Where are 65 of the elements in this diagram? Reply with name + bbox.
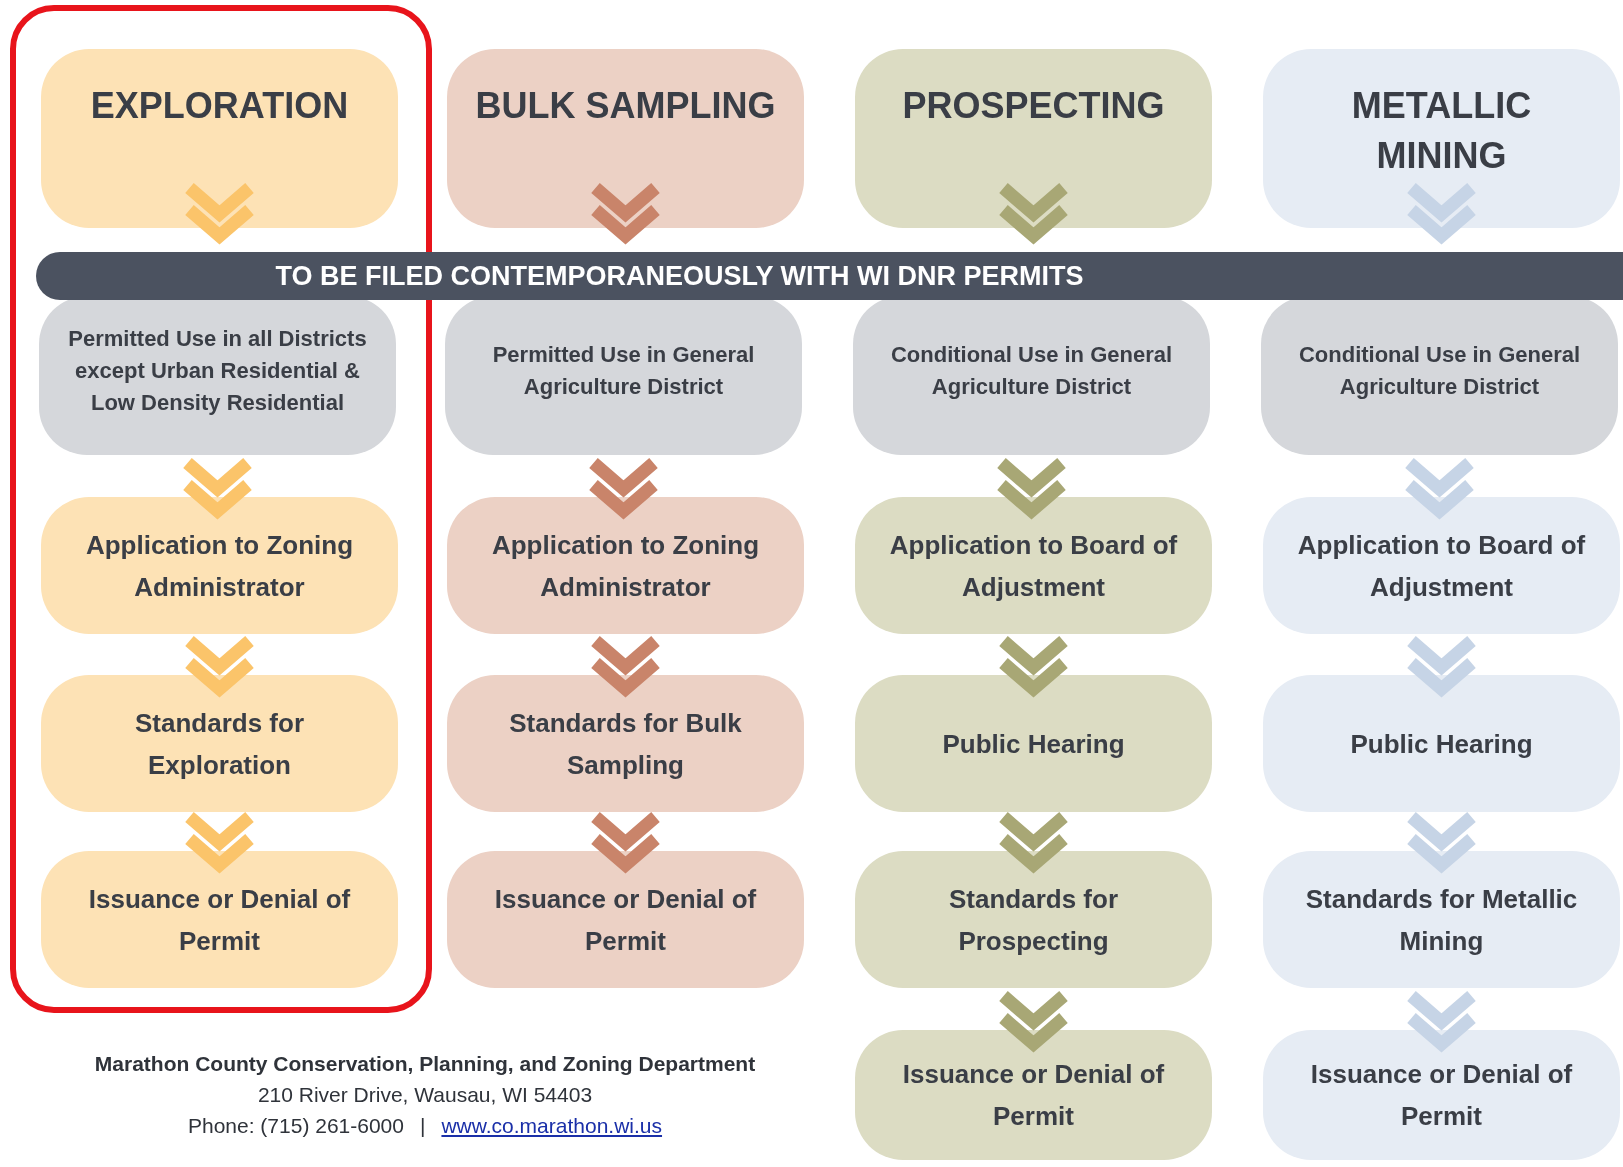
chevron-arrow	[997, 634, 1070, 698]
chevron-arrow	[1405, 181, 1478, 245]
category-title: PROSPECTING	[902, 84, 1165, 128]
phone-text: Phone: (715) 261-6000	[187, 1113, 404, 1139]
category-title: EXPLORATION	[90, 84, 349, 128]
step-text: Standards for Exploration	[134, 706, 305, 782]
step-text: Conditional Use in General Agriculture District	[1297, 340, 1582, 401]
category-header	[447, 49, 804, 228]
step-text: Issuance or Denial of Permit	[87, 882, 352, 958]
step-text: Application to Board of Adjustment	[888, 528, 1179, 604]
step-box	[1263, 851, 1620, 988]
step-box	[41, 497, 398, 634]
address-text: 210 River Drive, Wausau, WI 54403	[257, 1082, 593, 1108]
chevron-arrow	[183, 634, 256, 698]
step-text: Application to Zoning Administrator	[490, 528, 761, 604]
step-box	[855, 851, 1212, 988]
step-box	[855, 1030, 1212, 1160]
separator: |	[419, 1113, 426, 1139]
chevron-arrow	[1405, 989, 1478, 1053]
banner	[36, 252, 1623, 300]
step-text: Conditional Use in General Agriculture District	[889, 340, 1174, 401]
chevron-arrow	[181, 456, 254, 520]
chevron-arrow	[1403, 456, 1476, 520]
step-text: Standards for Metallic Mining	[1304, 882, 1579, 958]
step-text: Application to Board of Adjustment	[1296, 528, 1587, 604]
category-header	[41, 49, 398, 228]
chevron-arrow	[589, 810, 662, 874]
step-box	[447, 675, 804, 812]
chevron-arrow	[997, 989, 1070, 1053]
chevron-arrow	[183, 181, 256, 245]
category-title: METALLIC MINING	[1350, 84, 1533, 178]
step-text: Standards for Bulk Sampling	[508, 706, 743, 782]
step-box	[1263, 1030, 1620, 1160]
chevron-arrow	[997, 181, 1070, 245]
step-box	[41, 675, 398, 812]
step-text: Standards for Prospecting	[948, 882, 1119, 958]
step-box	[1263, 675, 1620, 812]
step-text: Public Hearing	[942, 727, 1125, 761]
step-box	[1263, 497, 1620, 634]
chevron-arrow	[589, 634, 662, 698]
step-box	[41, 851, 398, 988]
chevron-arrow	[589, 181, 662, 245]
banner-text: TO BE FILED CONTEMPORANEOUSLY WITH WI DNR PERMITS	[275, 259, 1084, 293]
website-link: www.co.marathon.wi.us	[441, 1113, 663, 1139]
step-box	[855, 497, 1212, 634]
category-title: BULK SAMPLING	[475, 84, 776, 128]
chevron-arrow	[1405, 810, 1478, 874]
category-header	[1263, 49, 1620, 228]
step-text: Issuance or Denial of Permit	[493, 882, 758, 958]
chevron-arrow	[587, 456, 660, 520]
step-text: Application to Zoning Administrator	[84, 528, 355, 604]
step-text: Issuance or Denial of Permit	[901, 1058, 1166, 1133]
step-box	[855, 675, 1212, 812]
step-text: Issuance or Denial of Permit	[1309, 1058, 1574, 1133]
category-header	[855, 49, 1212, 228]
chevron-arrow	[183, 810, 256, 874]
step-text: Permitted Use in all Districts except Urban Residential & Low Density Residential	[67, 324, 368, 417]
step-box	[447, 497, 804, 634]
chevron-arrow	[997, 810, 1070, 874]
chevron-arrow	[1405, 634, 1478, 698]
chevron-arrow	[995, 456, 1068, 520]
step-text: Public Hearing	[1350, 727, 1533, 761]
department-name: Marathon County Conservation, Planning, and Zoning Department	[94, 1051, 756, 1077]
step-text: Permitted Use in General Agriculture District	[491, 340, 756, 401]
step-box	[447, 851, 804, 988]
